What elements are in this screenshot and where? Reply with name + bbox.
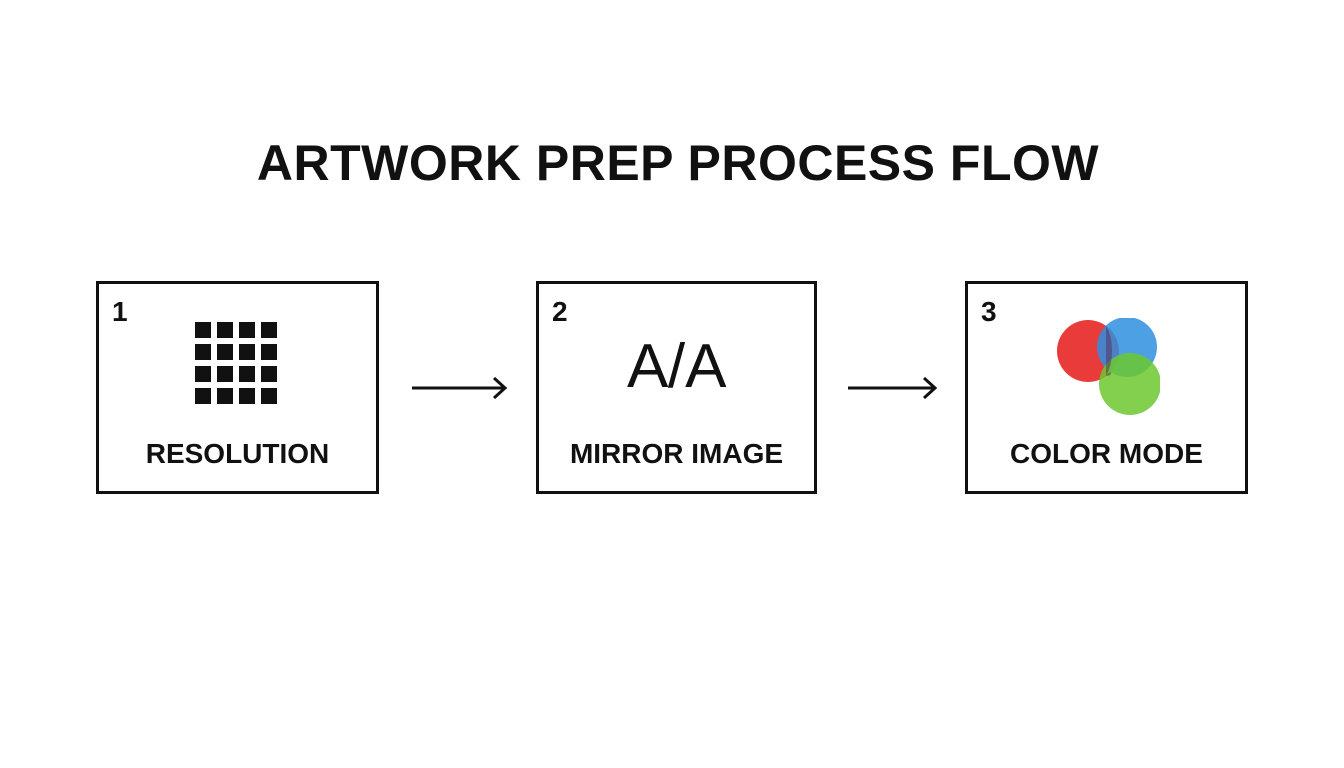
normal-letter: A [685, 332, 727, 401]
step-number: 3 [981, 296, 997, 327]
grid-pixel [195, 366, 211, 382]
overlap-center [1106, 326, 1112, 376]
grid-pixel [195, 344, 211, 360]
step-number: 1 [112, 296, 128, 327]
grid-pixel [239, 322, 255, 338]
grid-pixel [217, 388, 233, 404]
mirror-text-icon: A/A [539, 332, 814, 402]
grid-pixel [239, 366, 255, 382]
mirror-separator: / [667, 332, 686, 401]
step-label: MIRROR IMAGE [569, 438, 784, 469]
pixel-grid-icon [195, 322, 277, 404]
grid-pixel [195, 322, 211, 338]
step-color-mode: 3 COLOR MODE [965, 281, 1248, 494]
step-label: RESOLUTION [145, 438, 330, 469]
step-mirror-image: 2 A/A MIRROR IMAGE [536, 281, 817, 494]
right-arrow-icon [412, 376, 508, 400]
grid-pixel [261, 344, 277, 360]
grid-pixel [217, 322, 233, 338]
green-circle [1099, 353, 1160, 415]
grid-pixel [261, 322, 277, 338]
grid-pixel [217, 366, 233, 382]
right-arrow-icon [848, 376, 938, 400]
grid-pixel [239, 344, 255, 360]
step-label: COLOR MODE [1010, 438, 1203, 469]
step-resolution: 1 RESOLUTION [96, 281, 379, 494]
grid-pixel [239, 388, 255, 404]
grid-pixel [261, 388, 277, 404]
diagram-title: ARTWORK PREP PROCESS FLOW [256, 135, 1100, 191]
mirrored-letter: A [626, 332, 668, 401]
grid-pixel [261, 366, 277, 382]
step-number: 2 [552, 296, 568, 327]
grid-pixel [195, 388, 211, 404]
color-venn-icon [1057, 318, 1160, 415]
grid-pixel [217, 344, 233, 360]
